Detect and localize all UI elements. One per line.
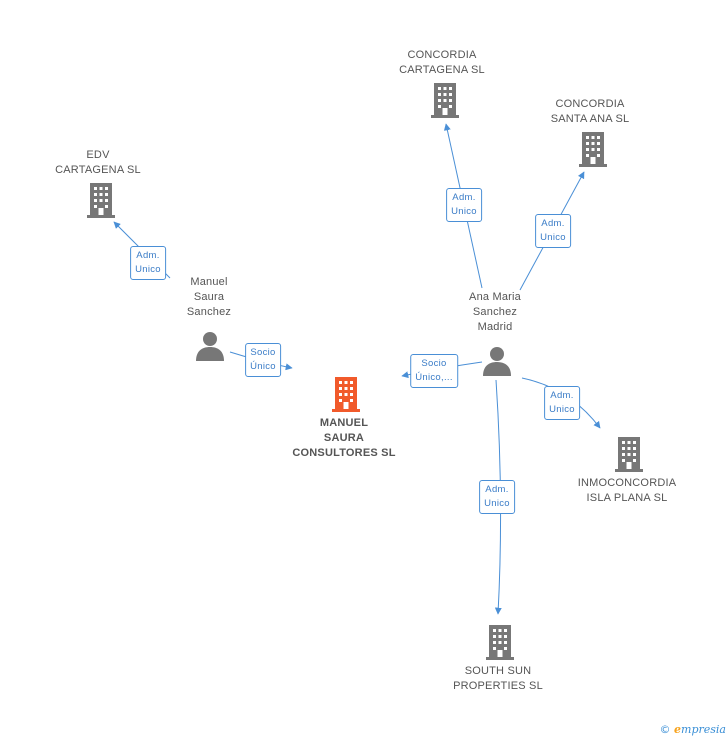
person-icon[interactable]	[195, 331, 225, 361]
concordia-santa-ana-label: CONCORDIA SANTA ANA SL	[550, 98, 630, 125]
edge-label-ana-concordia-cartagena[interactable]: Adm. Unico	[446, 188, 482, 222]
copyright-symbol: ©	[659, 723, 671, 736]
main-company-label: MANUEL SAURA CONSULTORES SL	[292, 417, 396, 459]
edge-label-ana-main[interactable]: Socio Único,...	[410, 354, 458, 388]
edge-label-ana-inmoconcordia[interactable]: Adm. Unico	[544, 386, 580, 420]
building-icon[interactable]	[578, 131, 608, 167]
building-icon[interactable]	[485, 624, 515, 660]
edv-cartagena-label: EDV CARTAGENA SL	[55, 149, 141, 176]
edge-label-ana-south-sun[interactable]: Adm. Unico	[479, 480, 515, 514]
concordia-cartagena-label: CONCORDIA CARTAGENA SL	[399, 49, 485, 76]
inmoconcordia-label: INMOCONCORDIA ISLA PLANA SL	[577, 477, 677, 504]
edge-label-ana-concordia-santa-ana[interactable]: Adm. Unico	[535, 214, 571, 248]
brand-name: mpresia	[681, 723, 726, 736]
building-icon[interactable]	[331, 376, 361, 412]
empresia-logo[interactable]: © empresia	[660, 723, 726, 736]
person-icon[interactable]	[482, 346, 512, 376]
building-icon[interactable]	[86, 182, 116, 218]
manuel-saura-sanchez-label: Manuel Saura Sanchez	[186, 276, 232, 318]
building-icon[interactable]	[430, 82, 460, 118]
ana-maria-sanchez-madrid-label: Ana Maria Sanchez Madrid	[469, 291, 521, 333]
brand-initial: e	[674, 723, 682, 736]
building-icon[interactable]	[614, 436, 644, 472]
south-sun-label: SOUTH SUN PROPERTIES SL	[453, 665, 543, 692]
edge-label-manuel-edv[interactable]: Adm. Unico	[130, 246, 166, 280]
edge-label-manuel-main[interactable]: Socio Único	[245, 343, 281, 377]
